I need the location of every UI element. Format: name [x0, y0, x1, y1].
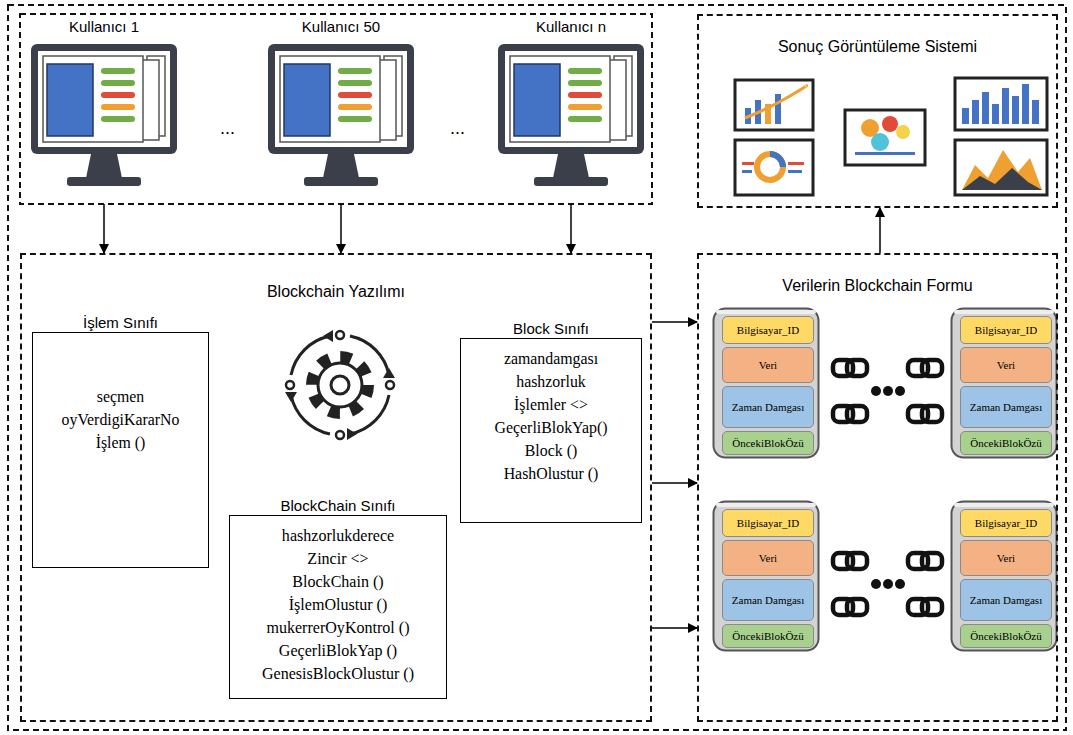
- class-box: Block Sınıfızamandamgasıhashzorlukİşleml…: [460, 338, 642, 523]
- block-field: Bilgisayar_ID: [960, 509, 1052, 537]
- dashed-panel: Verilerin Blockchain FormuBilgisayar_ID V…: [697, 253, 1058, 722]
- member-list: zamandamgasıhashzorlukİşlemler <>Geçerli…: [461, 339, 641, 485]
- class-member: GenesisBlockOlustur (): [230, 662, 446, 685]
- block-field: Veri: [722, 540, 814, 576]
- block-field: Zaman Damgası: [722, 386, 814, 428]
- block-field: Veri: [722, 347, 814, 383]
- field-label: Zaman Damgası: [970, 401, 1042, 413]
- class-member: hashzorlukderece: [230, 524, 446, 547]
- flow-arrow: [652, 482, 697, 484]
- user-label: Kullanıcı n: [496, 14, 646, 35]
- block-field: ÖncekiBlokÖzü: [960, 624, 1052, 648]
- dashed-panel: Blockchain Yazılımıİşlem SınıfıseçmenoyV…: [20, 253, 652, 722]
- field-label: Veri: [759, 552, 777, 564]
- field-label: Veri: [997, 552, 1015, 564]
- flow-arrow: [570, 204, 572, 253]
- field-label: Bilgisayar_ID: [975, 517, 1037, 529]
- block-field: ÖncekiBlokÖzü: [722, 624, 814, 648]
- block-field: Bilgisayar_ID: [722, 316, 814, 344]
- class-member: mukerrerOyKontrol (): [230, 616, 446, 639]
- flow-arrow: [652, 321, 697, 323]
- flow-arrow: [103, 204, 105, 253]
- block-field: Zaman Damgası: [960, 579, 1052, 621]
- class-member: GeçerliBlokYap (): [230, 639, 446, 662]
- field-label: ÖncekiBlokÖzü: [970, 437, 1041, 449]
- class-box: İşlem SınıfıseçmenoyVerdigiKararNoİşlem …: [32, 332, 209, 568]
- ellipsis-label: ...: [450, 118, 465, 139]
- class-name: BlockChain Sınıfı: [210, 497, 466, 514]
- field-label: Veri: [759, 359, 777, 371]
- block-field: ÖncekiBlokÖzü: [722, 431, 814, 455]
- class-member: zamandamgası: [461, 347, 641, 370]
- block-field: Zaman Damgası: [960, 386, 1052, 428]
- class-member: seçmen: [33, 385, 208, 408]
- field-label: Veri: [997, 359, 1015, 371]
- user-label: Kullanıcı 1: [29, 14, 179, 35]
- user-terminal: Kullanıcı 1: [29, 14, 179, 204]
- class-member: oyVerdigiKararNo: [33, 408, 208, 431]
- class-member: İşlemler <>: [461, 393, 641, 416]
- member-list: seçmenoyVerdigiKararNoİşlem (): [33, 333, 208, 454]
- panel-title: Verilerin Blockchain Formu: [699, 277, 1056, 295]
- block-field: Veri: [960, 347, 1052, 383]
- user-label: Kullanıcı 50: [266, 14, 416, 35]
- block-field: Zaman Damgası: [722, 579, 814, 621]
- class-name: Block Sınıfı: [441, 320, 661, 337]
- flow-arrow: [340, 204, 342, 253]
- field-label: ÖncekiBlokÖzü: [732, 437, 803, 449]
- block-field: Bilgisayar_ID: [722, 509, 814, 537]
- block-field: Bilgisayar_ID: [960, 316, 1052, 344]
- class-member: HashOlustur (): [461, 462, 641, 485]
- field-label: Zaman Damgası: [732, 594, 804, 606]
- class-member: Zincir <>: [230, 547, 446, 570]
- field-label: ÖncekiBlokÖzü: [732, 630, 803, 642]
- panel-title: Sonuç Görüntüleme Sistemi: [699, 38, 1056, 56]
- class-member: BlockChain (): [230, 570, 446, 593]
- field-label: Bilgisayar_ID: [975, 324, 1037, 336]
- ellipsis-label: ...: [220, 118, 235, 139]
- field-label: Zaman Damgası: [970, 594, 1042, 606]
- field-label: Zaman Damgası: [732, 401, 804, 413]
- class-name: İşlem Sınıfı: [13, 314, 228, 331]
- flow-arrow: [652, 627, 697, 629]
- field-label: ÖncekiBlokÖzü: [970, 630, 1041, 642]
- flow-arrow: [879, 208, 881, 253]
- dashed-panel: Sonuç Görüntüleme Sistemi: [697, 14, 1058, 208]
- class-member: İşlem (): [33, 431, 208, 454]
- block-field: Veri: [960, 540, 1052, 576]
- field-label: Bilgisayar_ID: [737, 517, 799, 529]
- class-member: GeçerliBlokYap(): [461, 416, 641, 439]
- user-terminal: Kullanıcı n: [496, 14, 646, 204]
- class-member: Block (): [461, 439, 641, 462]
- user-terminal: Kullanıcı 50: [266, 14, 416, 204]
- class-member: İşlemOlustur (): [230, 593, 446, 616]
- class-member: hashzorluk: [461, 370, 641, 393]
- class-box: BlockChain SınıfıhashzorlukdereceZincir …: [229, 515, 447, 699]
- member-list: hashzorlukdereceZincir <>BlockChain ()İş…: [230, 516, 446, 685]
- block-field: ÖncekiBlokÖzü: [960, 431, 1052, 455]
- field-label: Bilgisayar_ID: [737, 324, 799, 336]
- panel-title: Blockchain Yazılımı: [22, 283, 650, 301]
